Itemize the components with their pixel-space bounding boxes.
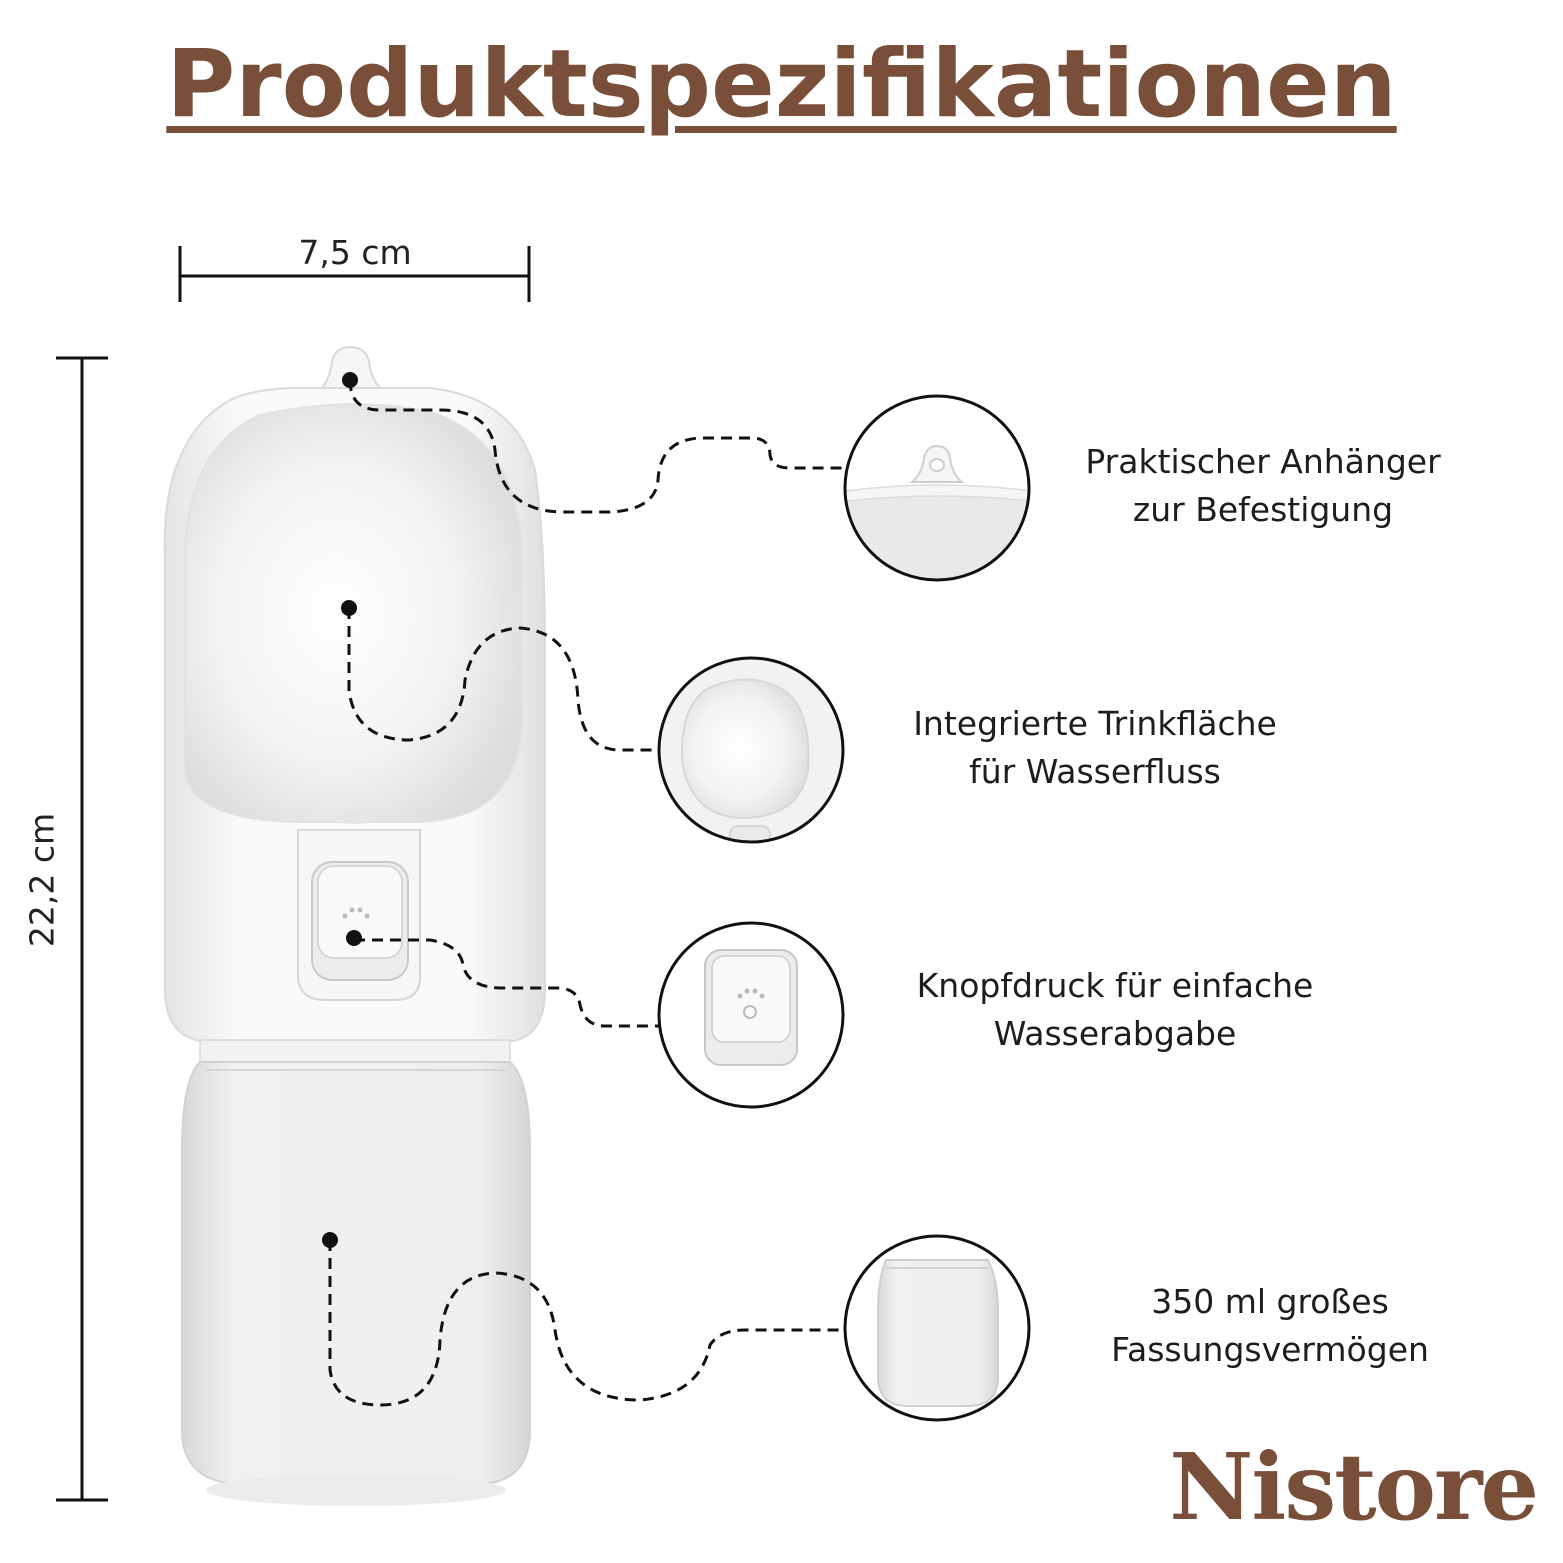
feature-hanger: Praktischer Anhänger zur Befestigung (1058, 438, 1468, 534)
feature-button-line2: Wasserabgabe (993, 1014, 1237, 1053)
drinking-bowl-detail-icon (657, 656, 845, 844)
height-label: 22,2 cm (22, 812, 62, 948)
feature-bowl-line1: Integrierte Trinkfläche (913, 704, 1277, 743)
feature-capacity: 350 ml großes Fassungsvermögen (1070, 1278, 1470, 1374)
container-detail-icon (843, 1234, 1031, 1422)
callout-dots (322, 372, 362, 1248)
callout-connectors (328, 379, 848, 1407)
feature-hanger-line1: Praktischer Anhänger (1085, 442, 1441, 481)
brand-logo: Nistore (1169, 1433, 1539, 1541)
feature-capacity-line2: Fassungsvermögen (1111, 1330, 1429, 1369)
page-title: Produktspezifikationen (166, 30, 1397, 139)
width-dimension-line (178, 246, 531, 302)
hanger-detail-icon (843, 394, 1031, 582)
bottle (163, 345, 546, 1506)
width-label: 7,5 cm (298, 233, 412, 272)
button-detail-icon (657, 921, 845, 1109)
feature-hanger-line2: zur Befestigung (1132, 490, 1394, 529)
feature-button: Knopfdruck für einfache Wasserabgabe (880, 962, 1350, 1058)
feature-capacity-line1: 350 ml großes (1151, 1282, 1389, 1321)
feature-button-line1: Knopfdruck für einfache (916, 966, 1314, 1005)
feature-bowl-line2: für Wasserfluss (969, 752, 1221, 791)
height-dimension-line (56, 356, 108, 1502)
feature-bowl: Integrierte Trinkfläche für Wasserfluss (880, 700, 1310, 796)
